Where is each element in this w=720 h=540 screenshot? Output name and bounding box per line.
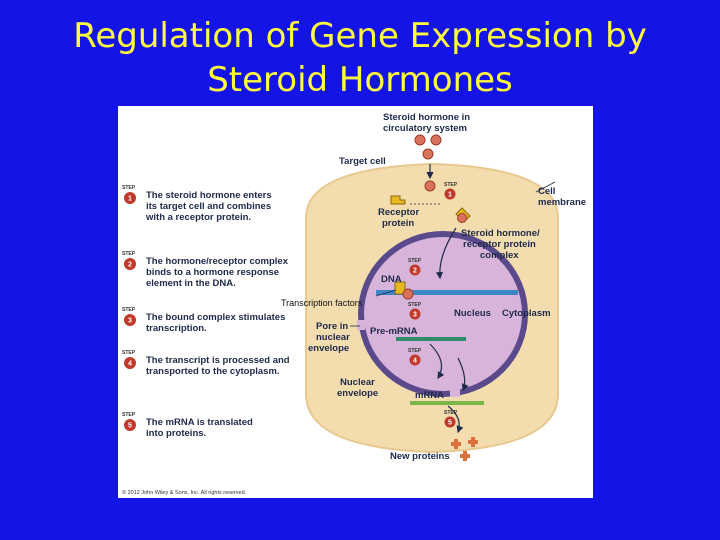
step-4: STEP 4 The transcript is processed and t…	[122, 350, 290, 377]
step-5: STEP 5 The mRNA is translated into prote…	[122, 412, 253, 439]
svg-text:STEP: STEP	[122, 350, 136, 356]
nucleus-envelope	[358, 231, 528, 397]
title-line-2: Steroid Hormones	[207, 60, 513, 100]
step-1: STEP 1 The steroid hormone enters its ta…	[122, 185, 272, 223]
diagram-step-word-3: STEP	[408, 302, 422, 308]
nuclear-pore	[357, 320, 365, 330]
slide-title: Regulation of Gene Expression by Steroid…	[0, 14, 720, 102]
nuclear-pore-bottom	[450, 389, 460, 397]
label-pre-mrna: Pre-mRNA	[370, 326, 418, 337]
label-nucleus: Nucleus	[454, 308, 491, 319]
diagram-step-word-1: STEP	[444, 182, 458, 188]
arrow-3	[429, 343, 445, 380]
svg-text:its target cell and combines: its target cell and combines	[146, 201, 271, 212]
label-nuclear-envelope-2: envelope	[337, 388, 378, 399]
diagram-step-badge-5: 5	[444, 416, 456, 428]
svg-text:3: 3	[413, 312, 417, 319]
leader-tf	[375, 289, 397, 297]
label-nuclear-envelope-1: Nuclear	[340, 377, 375, 388]
svg-text:into proteins.: into proteins.	[146, 428, 206, 439]
pre-mrna-strand	[396, 337, 466, 341]
diagram-step-word-5: STEP	[444, 410, 458, 416]
label-pore-2: nuclear	[316, 332, 350, 343]
label-receptor-1: Receptor	[378, 207, 419, 218]
label-mrna: mRNA	[415, 390, 444, 401]
complex-hormone	[457, 213, 467, 223]
label-complex-2: receptor protein	[463, 239, 536, 250]
label-pore-3: envelope	[308, 343, 349, 354]
hormone-molecule-3	[422, 148, 434, 160]
dna-strand	[376, 290, 518, 295]
svg-text:The transcript is processed an: The transcript is processed and	[146, 355, 290, 366]
label-steroid-hormone-2: circulatory system	[383, 123, 467, 134]
svg-text:4: 4	[413, 358, 417, 365]
label-new-proteins: New proteins	[390, 451, 450, 462]
leader-membrane	[535, 181, 556, 193]
arrow-5	[447, 405, 464, 434]
svg-text:2: 2	[128, 262, 132, 269]
diagram-canvas: Steroid hormone in circulatory system Ta…	[122, 112, 586, 496]
copyright: © 2012 John Wiley & Sons, Inc. All right…	[122, 489, 247, 496]
receptor-protein-shape	[390, 195, 406, 205]
diagram-step-word-2: STEP	[408, 258, 422, 264]
step-2: STEP 2 The hormone/receptor complex bind…	[122, 251, 289, 289]
svg-text:The bound complex stimulates: The bound complex stimulates	[146, 312, 285, 323]
svg-text:3: 3	[128, 318, 132, 325]
svg-text:with a receptor protein.: with a receptor protein.	[145, 212, 251, 223]
label-receptor-2: protein	[382, 218, 414, 229]
diagram-step-badge-2: 2	[409, 264, 421, 276]
arrow-2	[435, 227, 457, 280]
svg-text:1: 1	[448, 192, 452, 199]
new-protein-3	[460, 451, 470, 461]
hormone-molecule-4	[424, 180, 436, 192]
svg-text:The mRNA is translated: The mRNA is translated	[146, 417, 253, 428]
hormone-molecule-2	[430, 134, 442, 146]
step-3: STEP 3 The bound complex stimulates tran…	[122, 307, 285, 334]
svg-text:2: 2	[413, 268, 417, 275]
bound-complex	[394, 281, 406, 295]
diagram-figure: Steroid hormone in circulatory system Ta…	[118, 106, 593, 498]
svg-text:5: 5	[448, 420, 452, 427]
svg-text:transcription.: transcription.	[146, 323, 207, 334]
label-complex-1: Steroid hormone/	[461, 228, 540, 239]
svg-text:The hormone/receptor complex: The hormone/receptor complex	[146, 256, 289, 267]
arrow-4	[457, 357, 469, 392]
diagram-step-word-4: STEP	[408, 348, 422, 354]
label-target-cell: Target cell	[339, 156, 386, 167]
label-dna: DNA	[381, 274, 402, 285]
svg-text:The steroid hormone enters: The steroid hormone enters	[146, 190, 272, 201]
diagram-step-badge-3: 3	[409, 308, 421, 320]
svg-text:1: 1	[128, 196, 132, 203]
label-pore-1: Pore in	[316, 321, 348, 332]
svg-text:4: 4	[128, 361, 132, 368]
label-cytoplasm: Cytoplasm	[502, 308, 551, 319]
svg-text:element in the DNA.: element in the DNA.	[146, 278, 236, 289]
new-protein-1	[451, 439, 461, 449]
new-protein-2	[468, 437, 478, 447]
svg-text:transported to the cytoplasm.: transported to the cytoplasm.	[146, 366, 280, 377]
svg-text:STEP: STEP	[122, 307, 136, 313]
label-transcription-factors: Transcription factors	[281, 298, 363, 308]
hormone-molecule	[414, 134, 426, 146]
svg-text:binds to a hormone response: binds to a hormone response	[146, 267, 279, 278]
svg-text:STEP: STEP	[122, 412, 136, 418]
svg-text:5: 5	[128, 423, 132, 430]
bound-hormone	[402, 288, 414, 300]
diagram-step-badge-4: 4	[409, 354, 421, 366]
label-cell-membrane-1: Cell	[538, 186, 555, 197]
svg-text:STEP: STEP	[122, 251, 136, 257]
label-complex-3: complex	[480, 250, 519, 261]
svg-text:STEP: STEP	[122, 185, 136, 191]
mrna-strand	[410, 401, 484, 405]
label-cell-membrane-2: membrane	[538, 197, 586, 208]
title-line-1: Regulation of Gene Expression by	[73, 16, 647, 56]
diagram-step-badge-1: 1	[444, 188, 456, 200]
label-steroid-hormone-1: Steroid hormone in	[383, 112, 470, 123]
